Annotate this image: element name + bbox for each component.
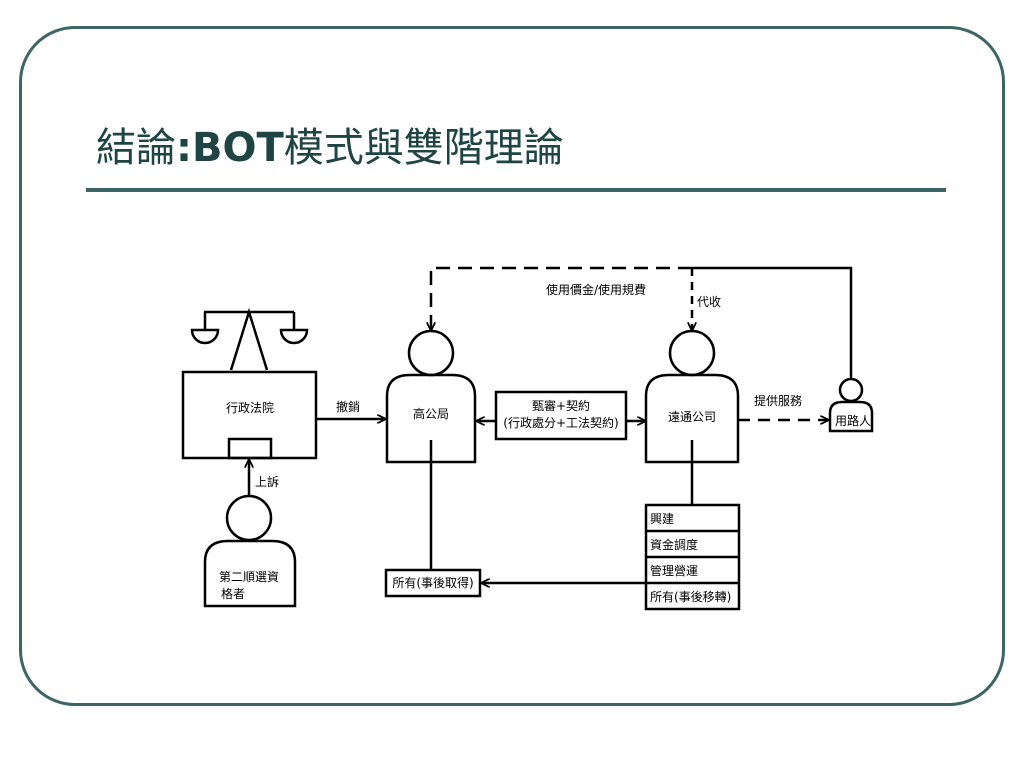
court-label: 行政法院 xyxy=(226,401,274,415)
title-separator: : xyxy=(176,125,192,171)
title-prefix: 結論 xyxy=(96,125,176,171)
award-box xyxy=(494,390,628,441)
scales-icon xyxy=(190,307,309,371)
candidate-figure xyxy=(203,494,297,608)
duty-item: 所有(事後移轉) xyxy=(650,590,731,604)
usage-fee-label: 使用價金/使用規費 xyxy=(546,282,646,297)
collect-label: 代收 xyxy=(697,295,721,309)
duty-item: 管理營運 xyxy=(650,563,698,578)
award-label-line1: 甄審+契約 xyxy=(532,398,590,413)
ownership-label: 所有(事後取得) xyxy=(392,575,473,590)
bureau-figure xyxy=(385,329,477,464)
award-label-line2: (行政處分+工法契約) xyxy=(503,415,618,430)
candidate-label-line1: 第二順選資 xyxy=(219,570,279,584)
slide-frame xyxy=(19,26,1005,706)
company-figure xyxy=(644,329,740,464)
court-box xyxy=(181,370,318,460)
duties-table xyxy=(644,503,741,611)
company-label: 遠通公司 xyxy=(668,410,716,424)
title-strong: BOT xyxy=(192,125,284,171)
duty-item: 興建 xyxy=(650,512,674,526)
duty-item: 資金調度 xyxy=(650,537,698,552)
page-title: 結論:BOT模式與雙階理論 xyxy=(96,128,564,168)
ownership-box xyxy=(384,568,482,598)
candidate-label-line2: 格者 xyxy=(221,586,245,601)
fee-to-bureau-arrow xyxy=(431,266,692,330)
road-user-label: 用路人 xyxy=(835,413,871,428)
appeal-label: 上訴 xyxy=(255,474,279,489)
fee-solid-line xyxy=(692,266,853,379)
title-underline xyxy=(86,188,946,192)
bureau-label: 高公局 xyxy=(413,406,449,421)
title-rest: 模式與雙階理論 xyxy=(283,125,564,171)
revoke-label: 撤銷 xyxy=(336,399,360,414)
provide-service-label: 提供服務 xyxy=(754,393,802,408)
